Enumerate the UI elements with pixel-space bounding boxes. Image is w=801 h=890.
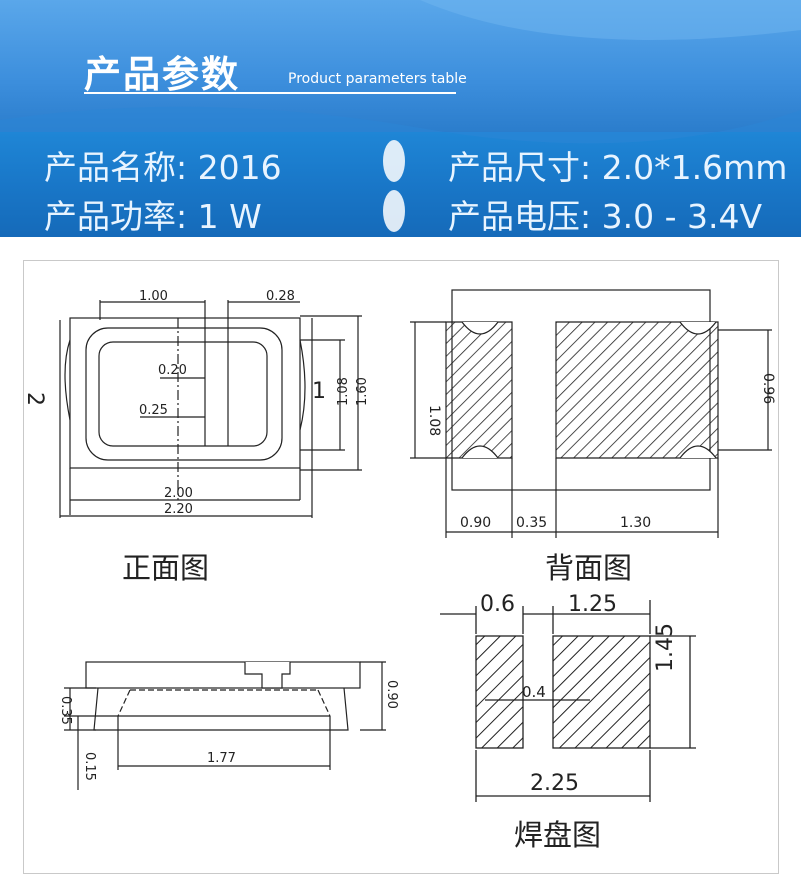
front-dim-gap: 0.28	[266, 289, 295, 304]
side-dim-standoff: 0.35	[58, 696, 73, 725]
page-title: 产品参数	[84, 53, 240, 96]
front-pin-2: 2	[22, 392, 47, 406]
back-dim-gap: 0.35	[516, 515, 547, 531]
header-banner: 产品参数 Product parameters table 产品名称: 2016…	[0, 0, 801, 237]
back-dim-pad-height: 0.96	[760, 373, 776, 404]
banner-wave-decoration	[0, 0, 801, 144]
param-size: 产品尺寸: 2.0*1.6mm	[448, 148, 788, 187]
side-dim-thickness: 0.90	[384, 680, 399, 709]
back-dim-height: 1.08	[426, 405, 442, 436]
param-name: 产品名称: 2016	[44, 148, 282, 187]
drawing-frame	[23, 260, 779, 874]
pad-dim-pad1-width: 0.6	[480, 592, 515, 617]
pad-dim-pad2-width: 1.25	[568, 592, 617, 617]
back-dim-pad1-width: 0.90	[460, 515, 491, 531]
pad-dim-height: 1.45	[653, 623, 678, 672]
title-underline	[84, 92, 456, 94]
side-dim-step: 0.15	[82, 752, 97, 781]
front-pin-1: 1	[312, 379, 326, 404]
front-view-label: 正面图	[122, 551, 210, 585]
separator-dot	[383, 140, 405, 182]
param-voltage: 产品电压: 3.0 - 3.4V	[448, 197, 763, 236]
separator-dot	[383, 190, 405, 232]
front-view	[59, 300, 362, 518]
front-dim-width-inner: 1.00	[139, 289, 168, 304]
pad-dim-total-width: 2.25	[530, 771, 579, 796]
param-power: 产品功率: 1 W	[44, 197, 262, 236]
front-dim-total-width: 2.20	[164, 502, 193, 517]
back-view-label: 背面图	[545, 551, 633, 585]
pad-layout	[440, 600, 696, 802]
front-dim-offset: 0.20	[158, 363, 187, 378]
front-dim-body-width: 2.00	[164, 486, 193, 501]
front-dim-height-total: 1.60	[355, 377, 370, 406]
front-dim-height-inner: 1.08	[336, 377, 351, 406]
pad-dim-gap: 0.4	[522, 683, 546, 701]
back-dim-pad2-width: 1.30	[620, 515, 651, 531]
side-view	[64, 661, 386, 790]
back-view	[410, 289, 772, 538]
pad-layout-label: 焊盘图	[514, 818, 602, 852]
front-dim-offset-2: 0.25	[139, 403, 168, 418]
side-dim-length: 1.77	[207, 751, 236, 766]
page-subtitle: Product parameters table	[288, 71, 467, 87]
